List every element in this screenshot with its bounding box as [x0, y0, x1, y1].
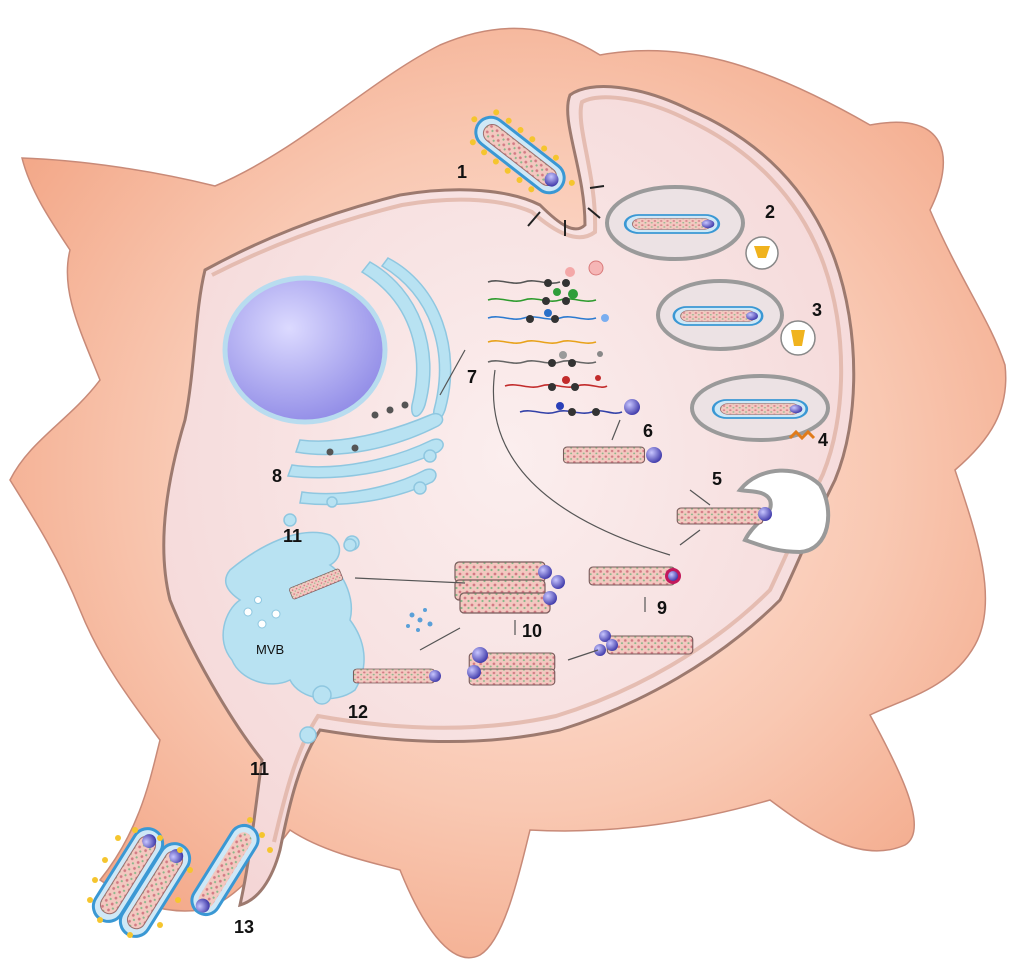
capsid-9b: [594, 630, 694, 656]
label-step-7: 7: [467, 367, 477, 387]
label-step-3: 3: [812, 300, 822, 320]
mvb-vesicles: [243, 596, 281, 629]
label-mvb: MVB: [256, 642, 284, 657]
capsid-12: [352, 668, 441, 684]
label-step-13: 13: [234, 917, 254, 937]
protein-cluster: [406, 608, 433, 632]
label-step-11-budding: 11: [250, 759, 269, 779]
uncoating-vesicle: [676, 468, 831, 555]
released-spikes: [87, 817, 273, 938]
nucleus: [222, 275, 388, 425]
label-step-11-mvb: 11: [283, 526, 302, 546]
entry-virion: [468, 109, 575, 201]
pathway-arrows: [354, 349, 711, 661]
mrna-strands: [487, 280, 623, 414]
label-step-8: 8: [272, 466, 282, 486]
genome-capsid-6: [562, 446, 662, 464]
ribosome-icons: [526, 279, 600, 416]
label-step-2: 2: [765, 202, 775, 222]
budding-virion: [190, 823, 260, 917]
capsid-10b: [467, 647, 556, 686]
golgi-ribosomes: [326, 401, 409, 456]
endosome-2: [605, 185, 779, 270]
label-step-4: 4: [818, 430, 828, 450]
label-step-10: 10: [522, 621, 542, 641]
protein-blobs: [544, 260, 640, 415]
label-step-6: 6: [643, 421, 653, 441]
endosome-3: [656, 279, 816, 356]
capsid-9a: [588, 566, 681, 586]
endosome-4: [690, 374, 830, 442]
receptor-icons: [527, 185, 605, 236]
assembly-complex-10: [454, 561, 565, 614]
label-step-12: 12: [348, 702, 368, 722]
label-step-5: 5: [712, 469, 722, 489]
label-step-9: 9: [657, 598, 667, 618]
label-step-1: 1: [457, 162, 467, 182]
